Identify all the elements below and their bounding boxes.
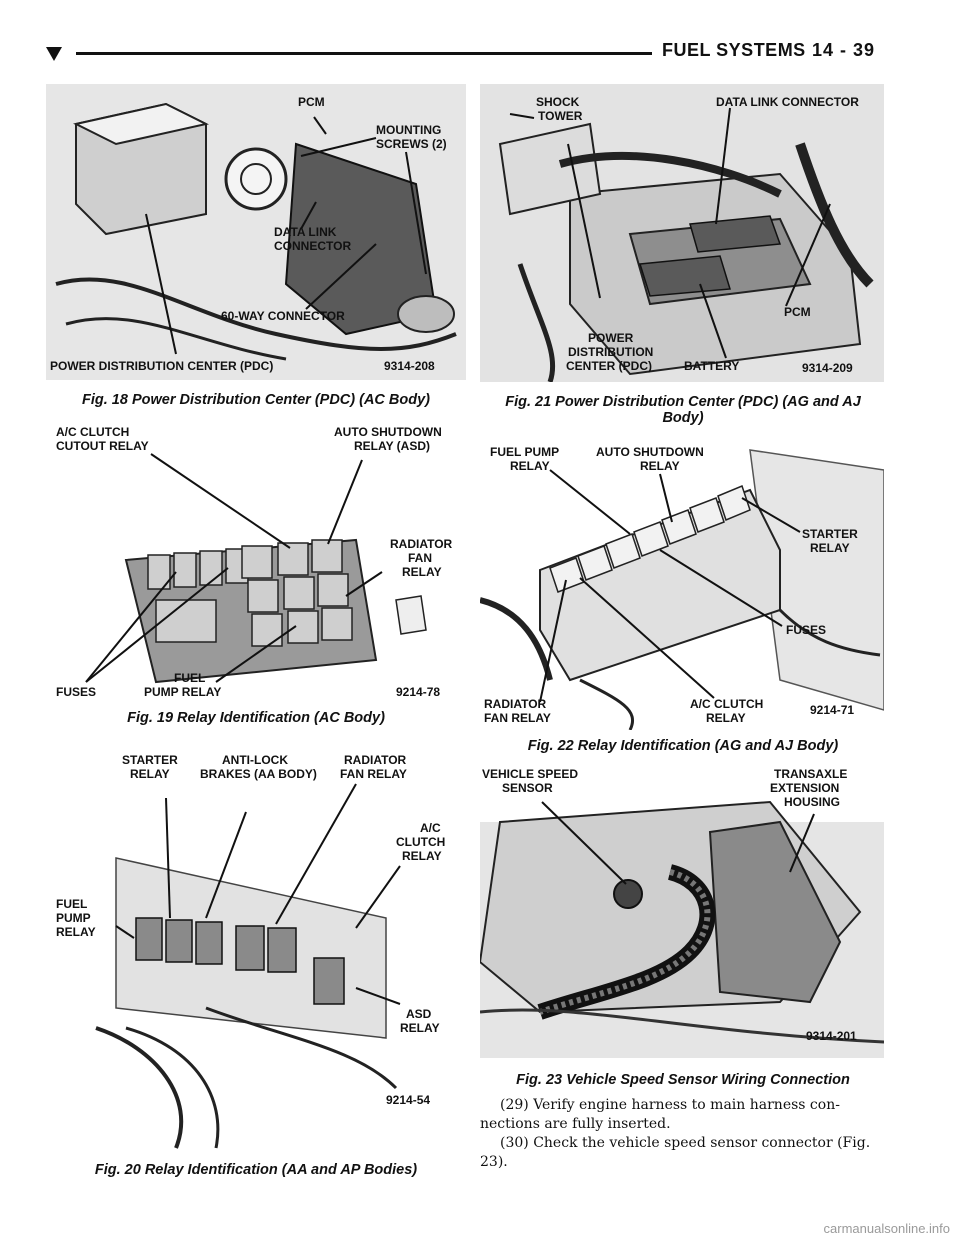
fig18-caption: Fig. 18 Power Distribution Center (PDC) … bbox=[81, 392, 430, 408]
fig19-label-fan: FAN bbox=[408, 551, 432, 565]
fig18-label-pcm: PCM bbox=[298, 95, 325, 109]
fig22-label-ac-clutch: A/C CLUTCH bbox=[690, 697, 763, 711]
fig20-label-brakes: BRAKES (AA BODY) bbox=[200, 767, 317, 781]
fig19-label-fuses: FUSES bbox=[56, 685, 96, 699]
fig22-label-asd: AUTO SHUTDOWN bbox=[596, 445, 704, 459]
fig21-label-power: POWER bbox=[588, 331, 634, 345]
fig23-label-extension: EXTENSION bbox=[770, 781, 839, 795]
fig20-label-pump-relay: RELAY bbox=[56, 925, 96, 939]
fig22-label-fuel-pump: FUEL PUMP bbox=[490, 445, 559, 459]
fig18-label-screws: SCREWS (2) bbox=[376, 137, 447, 151]
fig22-label-starter-relay: RELAY bbox=[810, 541, 850, 555]
fig23-label-housing: HOUSING bbox=[784, 795, 840, 809]
fig20-label-clutch: CLUTCH bbox=[396, 835, 445, 849]
fig22-illustration: FUEL PUMP RELAY AUTO SHUTDOWN RELAY STAR… bbox=[480, 440, 884, 730]
fig18-label-mounting: MOUNTING bbox=[376, 123, 441, 137]
fig22-label-fan-relay: FAN RELAY bbox=[484, 711, 551, 725]
fig21-code: 9314-209 bbox=[802, 361, 853, 375]
fig21-caption-line2: Body) bbox=[662, 410, 704, 426]
fig19-code: 9214-78 bbox=[396, 685, 440, 699]
fig23-code: 9314-201 bbox=[806, 1029, 857, 1043]
fig18-code: 9314-208 bbox=[384, 359, 435, 373]
watermark-text: carmanualsonline.info bbox=[823, 1221, 950, 1236]
fig20-label-asd-relay: RELAY bbox=[400, 1021, 440, 1035]
fig20-label-fuel: FUEL bbox=[56, 897, 87, 911]
fig20-label-antilock: ANTI-LOCK bbox=[222, 753, 288, 767]
fig23-illustration: VEHICLE SPEED SENSOR TRANSAXLE EXTENSION… bbox=[480, 762, 884, 1058]
fig20-label-pump: PUMP bbox=[56, 911, 91, 925]
page-number: 14 - 39 bbox=[812, 40, 876, 60]
fig20-code: 9214-54 bbox=[386, 1093, 430, 1107]
header-rule bbox=[76, 52, 652, 55]
fig20-label-ac-relay: RELAY bbox=[402, 849, 442, 863]
fig20-label-ac: A/C bbox=[420, 821, 441, 835]
fig20-label-radiator: RADIATOR bbox=[344, 753, 407, 767]
fig19-caption: Fig. 19 Relay Identification (AC Body) bbox=[127, 710, 385, 726]
section-title: FUEL SYSTEMS bbox=[662, 40, 806, 60]
fig22-label-radiator: RADIATOR bbox=[484, 697, 547, 711]
fig21-label-pcm: PCM bbox=[784, 305, 811, 319]
fig23-label-sensor: SENSOR bbox=[502, 781, 553, 795]
header-triangle-icon bbox=[46, 47, 62, 61]
fig19-label-cutout: CUTOUT RELAY bbox=[56, 439, 149, 453]
fig23-caption: Fig. 23 Vehicle Speed Sensor Wiring Conn… bbox=[516, 1072, 850, 1088]
fig18-label-60way: 60-WAY CONNECTOR bbox=[221, 309, 345, 323]
fig19-label-asd: AUTO SHUTDOWN bbox=[334, 425, 442, 439]
fig19-label-relay: RELAY bbox=[402, 565, 442, 579]
fig22-code: 9214-71 bbox=[810, 703, 854, 717]
fig21-caption: Fig. 21 Power Distribution Center (PDC) … bbox=[478, 394, 888, 426]
fig21-illustration: SHOCK TOWER DATA LINK CONNECTOR PCM POWE… bbox=[480, 84, 884, 382]
fig22-label-starter: STARTER bbox=[802, 527, 858, 541]
fig19-illustration: A/C CLUTCH CUTOUT RELAY AUTO SHUTDOWN RE… bbox=[56, 420, 456, 702]
fig18-illustration: PCM MOUNTING SCREWS (2) DATA LINK CONNEC… bbox=[46, 84, 466, 380]
fig21-label-center: CENTER (PDC) bbox=[566, 359, 652, 373]
fig21-caption-line1: Fig. 21 Power Distribution Center (PDC) … bbox=[505, 394, 861, 410]
fig22-label-ac-relay: RELAY bbox=[706, 711, 746, 725]
fig20-illustration: STARTER RELAY ANTI-LOCK BRAKES (AA BODY)… bbox=[56, 748, 456, 1156]
fig23-label-transaxle: TRANSAXLE bbox=[774, 767, 847, 781]
fig20-label-starter-relay: RELAY bbox=[130, 767, 170, 781]
fig22-label-asd-relay: RELAY bbox=[640, 459, 680, 473]
fig22-label-fp-relay: RELAY bbox=[510, 459, 550, 473]
fig21-label-battery: BATTERY bbox=[684, 359, 739, 373]
fig21-label-shock: SHOCK bbox=[536, 95, 580, 109]
fig22-caption: Fig. 22 Relay Identification (AG and AJ … bbox=[527, 738, 839, 754]
fig19-label-pump-relay: PUMP RELAY bbox=[144, 685, 221, 699]
fig19-label-ac-clutch: A/C CLUTCH bbox=[56, 425, 129, 439]
fig18-label-connector: CONNECTOR bbox=[274, 239, 351, 253]
fig19-label-fuel: FUEL bbox=[174, 671, 205, 685]
fig21-label-dlc: DATA LINK CONNECTOR bbox=[716, 95, 859, 109]
fig18-label-pdc: POWER DISTRIBUTION CENTER (PDC) bbox=[50, 359, 273, 373]
fig21-label-tower: TOWER bbox=[538, 109, 583, 123]
fig20-label-asd: ASD bbox=[406, 1007, 432, 1021]
fig20-caption: Fig. 20 Relay Identification (AA and AP … bbox=[94, 1162, 418, 1178]
fig20-label-starter: STARTER bbox=[122, 753, 178, 767]
step-30-text: (30) Check the vehicle speed sensor conn… bbox=[480, 1135, 871, 1170]
fig20-label-fan-relay: FAN RELAY bbox=[340, 767, 407, 781]
step-29-text: (29) Verify engine harness to main harne… bbox=[480, 1097, 840, 1132]
fig19-label-asd-relay: RELAY (ASD) bbox=[354, 439, 430, 453]
fig19-label-radiator: RADIATOR bbox=[390, 537, 453, 551]
fig18-label-datalink: DATA LINK bbox=[274, 225, 337, 239]
fig23-label-vehicle-speed: VEHICLE SPEED bbox=[482, 767, 578, 781]
fig22-label-fuses: FUSES bbox=[786, 623, 826, 637]
fig21-label-distribution: DISTRIBUTION bbox=[568, 345, 653, 359]
